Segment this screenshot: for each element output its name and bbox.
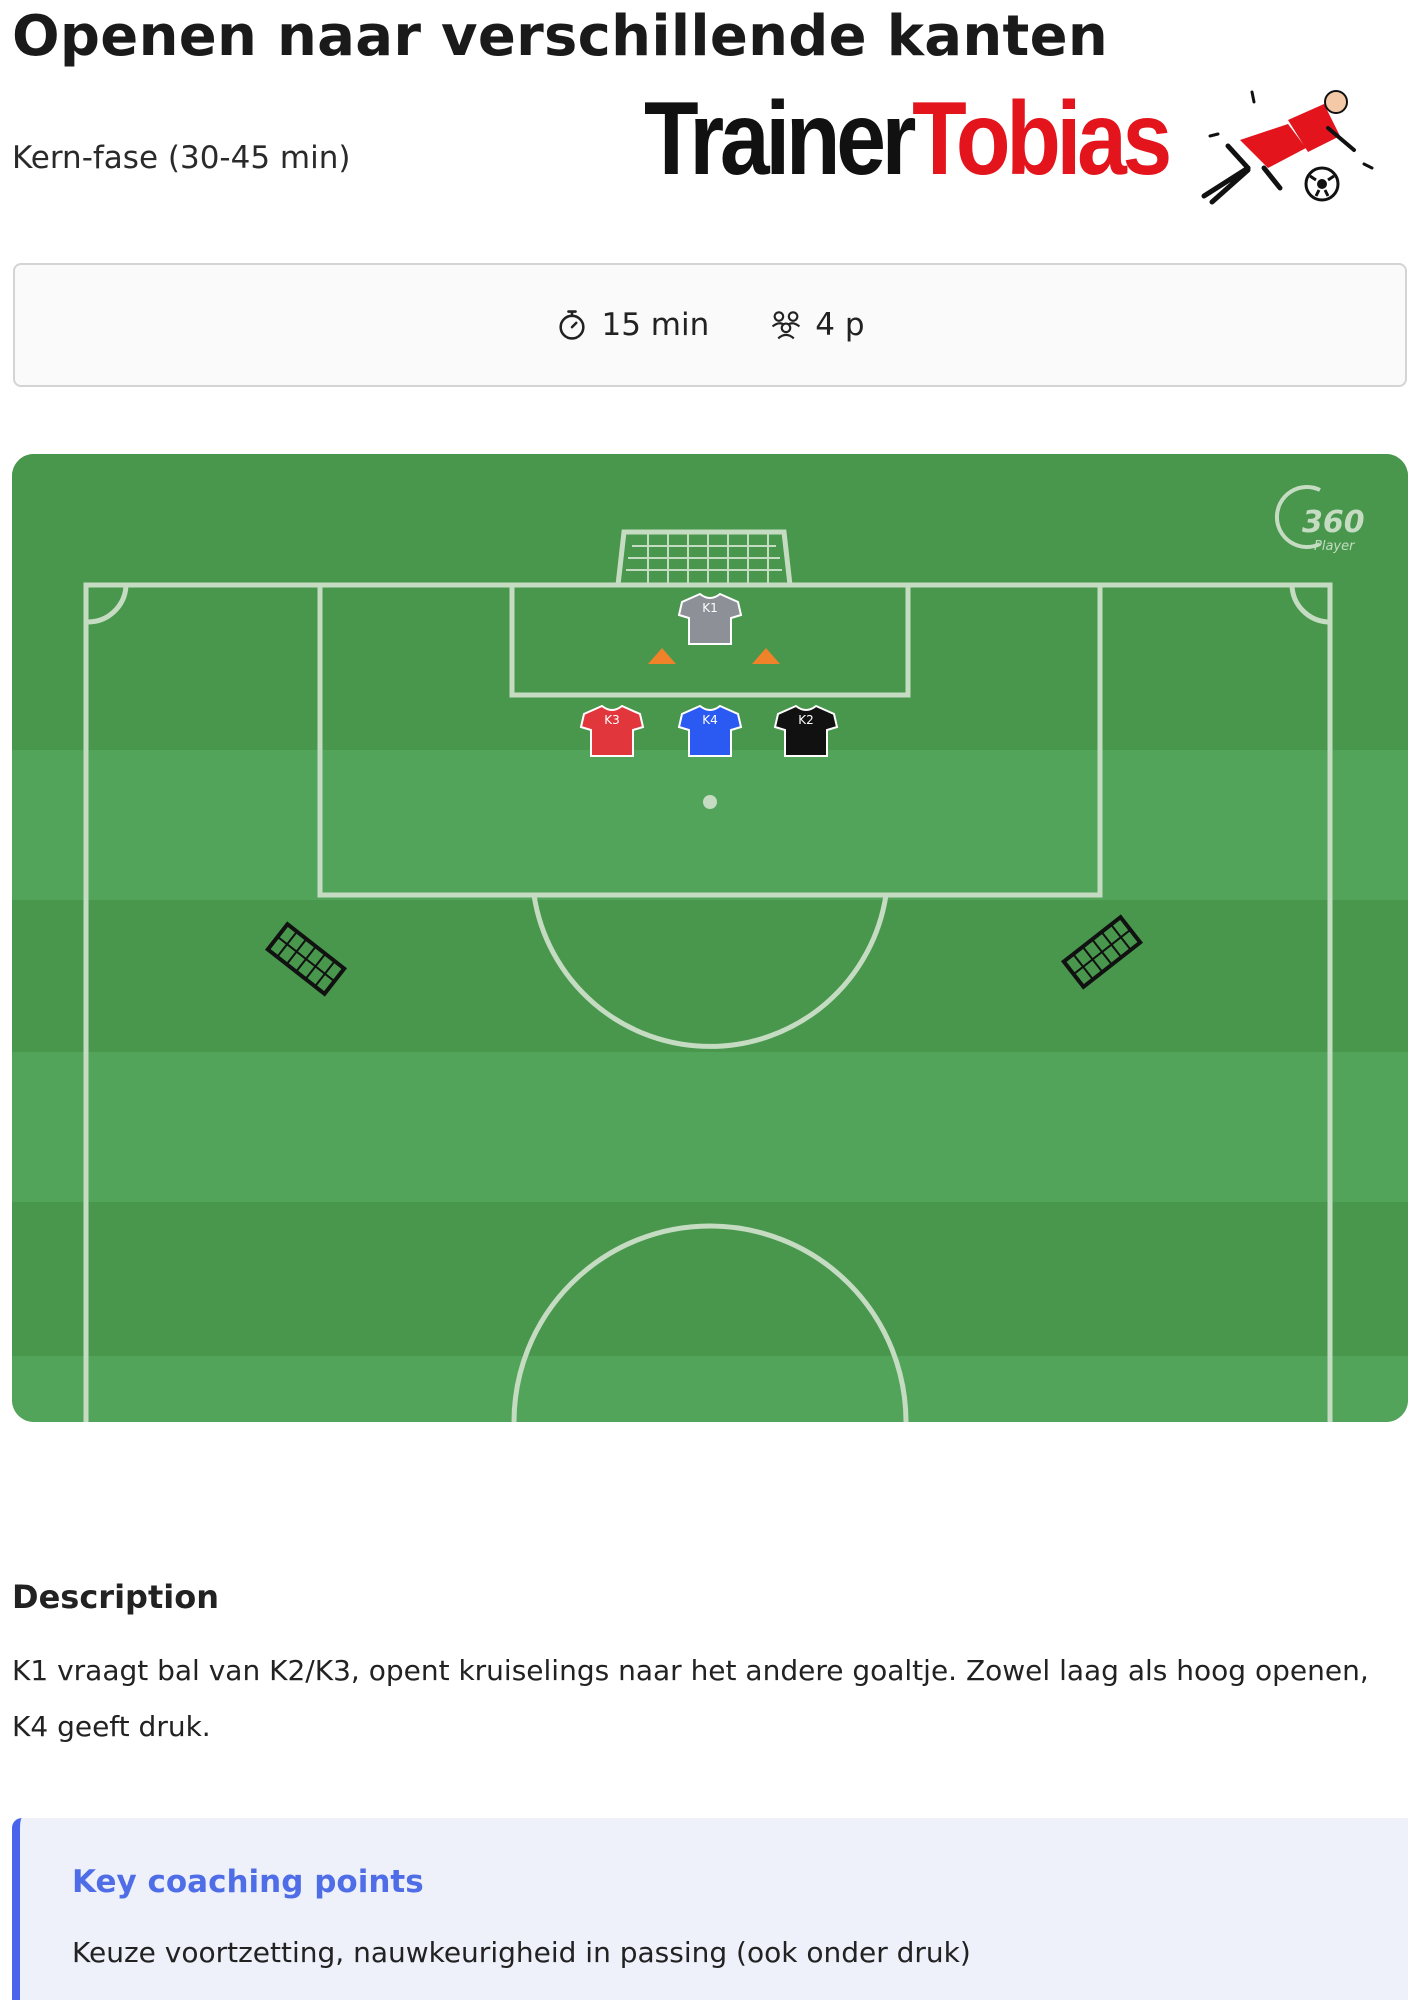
field-stripe — [12, 900, 1408, 1052]
corner-arc — [87, 584, 129, 625]
duration-info: 15 min — [555, 307, 709, 343]
player-k2: K2 — [773, 704, 839, 757]
players-value: 4 p — [815, 307, 865, 343]
cone-icon — [648, 648, 676, 664]
field-stripe — [12, 1052, 1408, 1202]
player-k2-shirt — [773, 704, 839, 757]
key-coaching-points-box: Key coaching points Keuze voortzetting, … — [12, 1818, 1408, 2000]
penalty-arc — [531, 894, 889, 1049]
description-text: K1 vraagt bal van K2/K3, opent kruiselin… — [12, 1654, 1369, 1743]
player-k3-label: K3 — [604, 713, 620, 727]
penalty-area — [317, 585, 1103, 898]
main-goal-icon — [615, 529, 793, 588]
player-k1: K1 — [677, 592, 743, 645]
360-player-watermark: 360 Player — [1275, 485, 1365, 554]
penalty-spot — [703, 795, 717, 809]
player-k4: K4 — [677, 704, 743, 757]
player-k4-shirt — [677, 704, 743, 757]
field-stripe — [12, 1356, 1408, 1422]
player-k4-label: K4 — [702, 713, 718, 727]
group-icon — [772, 311, 801, 340]
coaching-points-heading: Key coaching points — [72, 1864, 424, 1900]
football-player-icon — [1201, 90, 1374, 205]
drill-meta-bar: 15 min 4 p — [13, 263, 1407, 387]
goal-area — [509, 585, 911, 698]
player-k1-shirt — [677, 592, 743, 645]
players-info: 4 p — [769, 307, 865, 343]
logo-text-tobias: Tobias — [912, 81, 1172, 197]
duration-value: 15 min — [601, 307, 710, 343]
player-k2-label: K2 — [798, 713, 814, 727]
small-goal-left-icon — [264, 921, 348, 997]
center-circle — [511, 1223, 909, 1422]
corner-arc — [1289, 584, 1329, 625]
coaching-points-text: Keuze voortzetting, nauwkeurigheid in pa… — [72, 1936, 971, 1969]
drill-phase: Kern-fase (30-45 min) — [12, 140, 351, 176]
trainer-tobias-logo: TrainerTobias — [644, 84, 1253, 194]
stopwatch-icon — [559, 310, 586, 340]
cone-icon — [752, 648, 780, 664]
logo-text-trainer: Trainer — [644, 81, 916, 197]
drill-field-diagram: K1 K3 K4 K2 360 Player — [12, 454, 1408, 1422]
player-k1-label: K1 — [702, 601, 718, 615]
field-stripe — [12, 750, 1408, 900]
small-goal-right-icon — [1060, 914, 1144, 990]
drill-title: Openen naar verschillende kanten — [12, 4, 1109, 69]
watermark-subtext: Player — [1314, 539, 1356, 554]
player-k3-shirt — [579, 704, 645, 757]
watermark-text: 360 — [1302, 505, 1365, 540]
description-heading: Description — [12, 1578, 219, 1616]
player-k3: K3 — [579, 704, 645, 757]
